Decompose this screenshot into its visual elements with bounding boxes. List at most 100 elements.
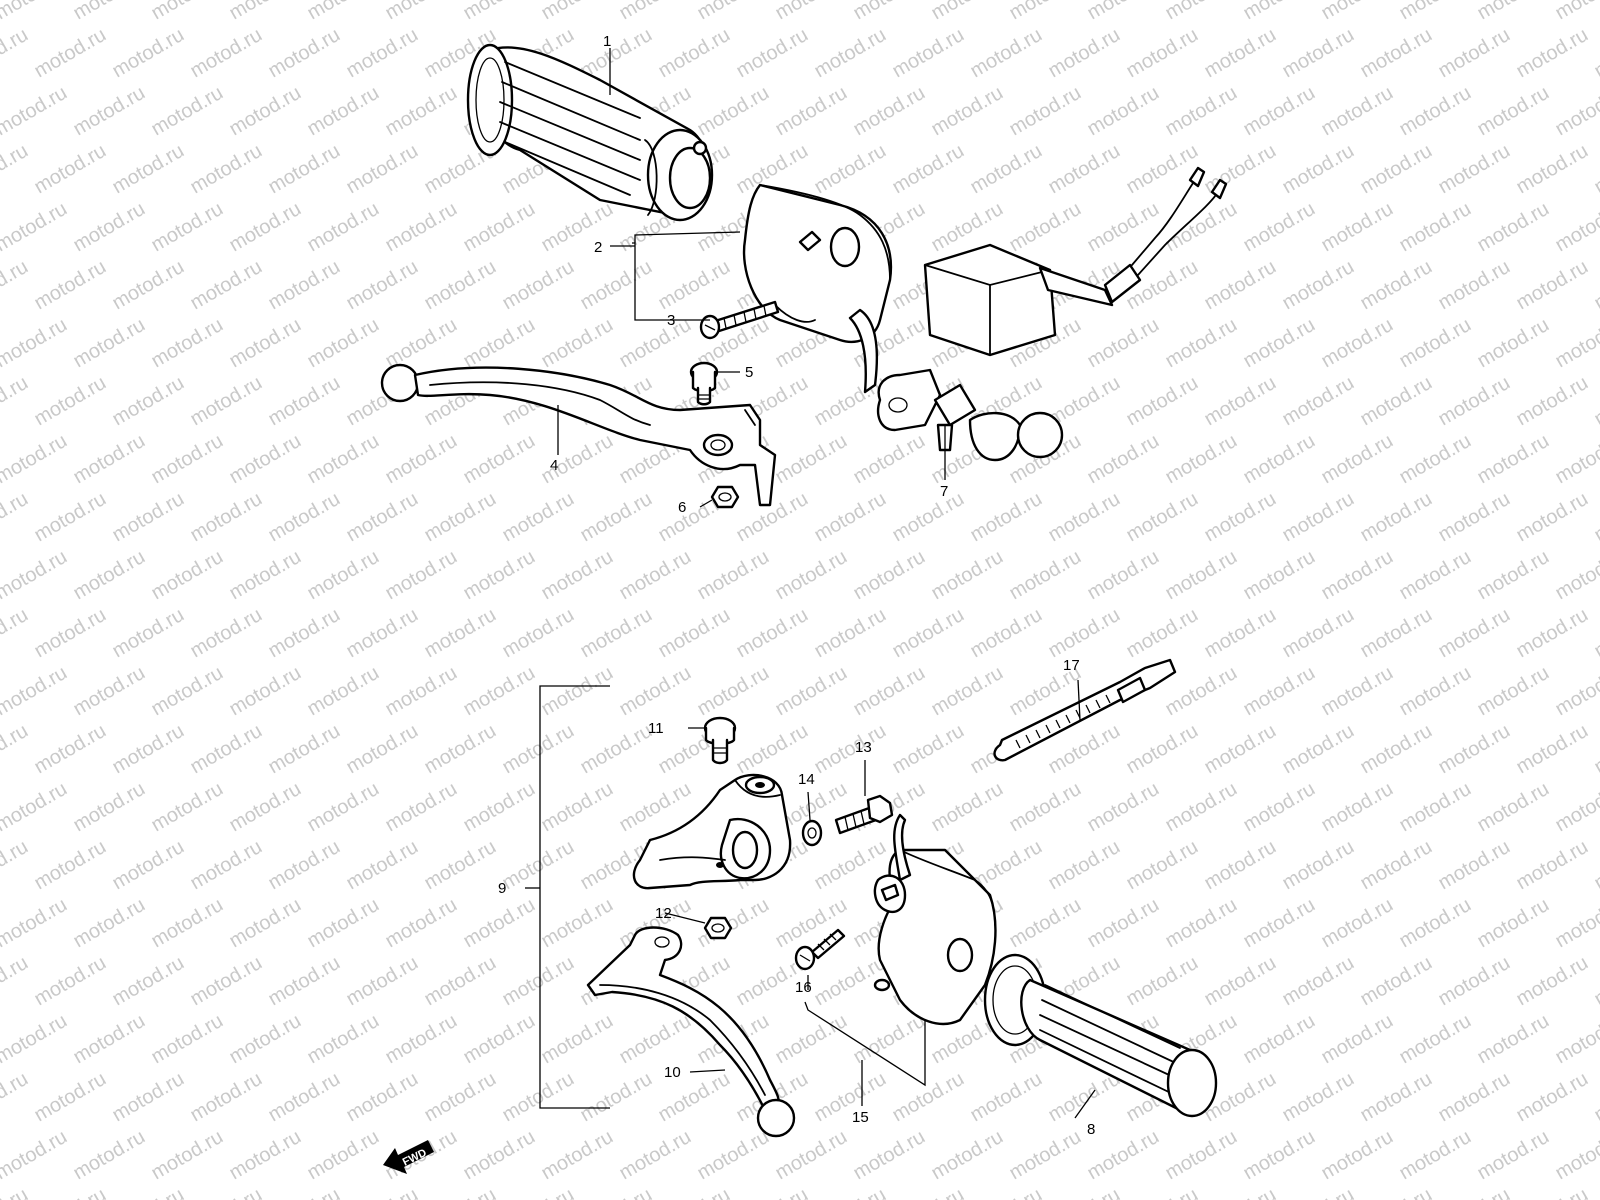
watermark-text: motod.ru <box>0 1010 71 1069</box>
watermark-text: motod.ru <box>70 662 149 721</box>
watermark-text: motod.ru <box>148 894 227 953</box>
watermark-text: motod.ru <box>1240 314 1319 373</box>
watermark-text: motod.ru <box>187 256 266 315</box>
left-switch-housing <box>873 813 997 1026</box>
watermark-text: motod.ru <box>460 662 539 721</box>
watermark-text: motod.ru <box>421 1068 500 1127</box>
watermark-text: motod.ru <box>0 256 32 315</box>
watermark-text: motod.ru <box>1552 1126 1600 1185</box>
watermark-text: motod.ru <box>382 894 461 953</box>
watermark-text: motod.ru <box>616 0 695 24</box>
watermark-text: motod.ru <box>1357 1184 1436 1200</box>
watermark-text: motod.ru <box>343 1184 422 1200</box>
watermark-text: motod.ru <box>187 140 266 199</box>
watermark-text: motod.ru <box>1474 546 1553 605</box>
watermark-text: motod.ru <box>148 662 227 721</box>
watermark-text: motod.ru <box>0 82 71 141</box>
watermark-text: motod.ru <box>31 372 110 431</box>
watermark-text: motod.ru <box>343 604 422 663</box>
watermark-text: motod.ru <box>1435 256 1514 315</box>
watermark-text: motod.ru <box>1396 1010 1475 1069</box>
watermark-text: motod.ru <box>226 0 305 24</box>
watermark-text: motod.ru <box>1123 720 1202 779</box>
watermark-text: motod.ru <box>1123 1184 1202 1200</box>
watermark-text: motod.ru <box>265 720 344 779</box>
watermark-text: motod.ru <box>1396 198 1475 257</box>
watermark-text: motod.ru <box>538 546 617 605</box>
watermark-text: motod.ru <box>187 1184 266 1200</box>
watermark-text: motod.ru <box>343 140 422 199</box>
watermark-text: motod.ru <box>0 1126 71 1185</box>
watermark-text: motod.ru <box>0 1184 32 1200</box>
watermark-text: motod.ru <box>1240 430 1319 489</box>
watermark-text: motod.ru <box>1279 488 1358 547</box>
watermark-text: motod.ru <box>265 372 344 431</box>
watermark-text: motod.ru <box>1435 140 1514 199</box>
watermark-text: motod.ru <box>304 662 383 721</box>
watermark-text: motod.ru <box>733 720 812 779</box>
watermark-text: motod.ru <box>421 1184 500 1200</box>
watermark-text: motod.ru <box>1591 952 1600 1011</box>
watermark-text: motod.ru <box>109 256 188 315</box>
watermark-text: motod.ru <box>1201 604 1280 663</box>
watermark-text: motod.ru <box>0 314 71 373</box>
watermark-text: motod.ru <box>1591 1068 1600 1127</box>
watermark-text: motod.ru <box>1552 0 1600 24</box>
watermark-text: motod.ru <box>1318 1126 1397 1185</box>
watermark-text: motod.ru <box>304 82 383 141</box>
watermark-text: motod.ru <box>1591 24 1600 83</box>
watermark-text: motod.ru <box>70 430 149 489</box>
watermark-text: motod.ru <box>265 24 344 83</box>
watermark-text: motod.ru <box>1045 24 1124 83</box>
watermark-text: motod.ru <box>577 488 656 547</box>
watermark-text: motod.ru <box>1162 82 1241 141</box>
callout-16: 16 <box>795 979 812 996</box>
left-grip <box>983 953 1218 1118</box>
watermark-text: motod.ru <box>1279 140 1358 199</box>
watermark-text: motod.ru <box>1513 952 1592 1011</box>
watermark-text: motod.ru <box>343 952 422 1011</box>
watermark-text: motod.ru <box>0 836 32 895</box>
watermark-text: motod.ru <box>31 24 110 83</box>
watermark-text: motod.ru <box>265 140 344 199</box>
watermark-text: motod.ru <box>1318 778 1397 837</box>
watermark-text: motod.ru <box>1435 836 1514 895</box>
watermark-text: motod.ru <box>538 198 617 257</box>
watermark-text: motod.ru <box>1045 140 1124 199</box>
watermark-text: motod.ru <box>1513 604 1592 663</box>
throttle-grip <box>466 43 714 222</box>
watermark-text: motod.ru <box>1474 1010 1553 1069</box>
watermark-text: motod.ru <box>967 604 1046 663</box>
watermark-text: motod.ru <box>1591 372 1600 431</box>
watermark-text: motod.ru <box>1474 778 1553 837</box>
watermark-text: motod.ru <box>1513 1068 1592 1127</box>
watermark-text: motod.ru <box>0 372 32 431</box>
watermark-text: motod.ru <box>148 546 227 605</box>
watermark-text: motod.ru <box>1123 836 1202 895</box>
watermark-text: motod.ru <box>187 24 266 83</box>
watermark-text: motod.ru <box>70 894 149 953</box>
lever-nut <box>710 485 740 509</box>
watermark-text: motod.ru <box>1006 546 1085 605</box>
watermark-text: motod.ru <box>187 488 266 547</box>
watermark-text: motod.ru <box>1279 1184 1358 1200</box>
watermark-text: motod.ru <box>460 1126 539 1185</box>
watermark-text: motod.ru <box>1240 82 1319 141</box>
watermark-text: motod.ru <box>109 372 188 431</box>
watermark-text: motod.ru <box>1591 488 1600 547</box>
watermark-text: motod.ru <box>265 256 344 315</box>
watermark-text: motod.ru <box>694 82 773 141</box>
watermark-text: motod.ru <box>31 1068 110 1127</box>
watermark-text: motod.ru <box>1084 1126 1163 1185</box>
watermark-text: motod.ru <box>382 778 461 837</box>
watermark-text: motod.ru <box>1240 198 1319 257</box>
watermark-text: motod.ru <box>538 894 617 953</box>
watermark-text: motod.ru <box>733 488 812 547</box>
watermark-text: motod.ru <box>421 836 500 895</box>
watermark-text: motod.ru <box>1201 488 1280 547</box>
watermark-text: motod.ru <box>655 604 734 663</box>
leader-lines <box>525 48 1096 1119</box>
watermark-text: motod.ru <box>460 546 539 605</box>
watermark-text: motod.ru <box>850 82 929 141</box>
